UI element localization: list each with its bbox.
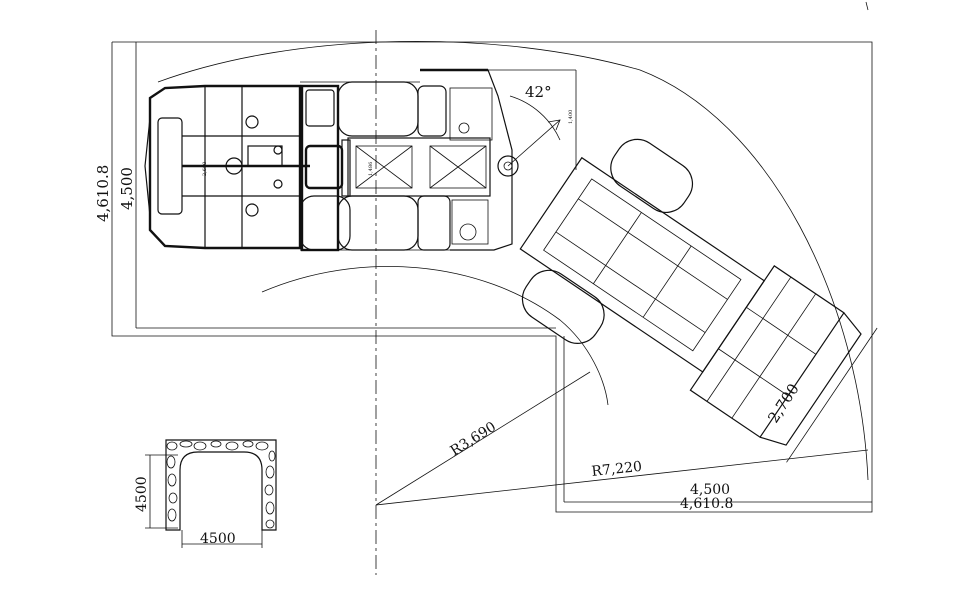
- dim-articulation-angle: 42°: [525, 83, 552, 101]
- dim-width-left: 4,500: [118, 167, 136, 210]
- arm-label: 1,400: [568, 110, 574, 124]
- front-frame: [144, 84, 351, 252]
- hinge-label: 1,486: [368, 162, 374, 176]
- dim-inner-radius: R3,690: [448, 419, 499, 459]
- axle-label: 2,600: [202, 162, 208, 176]
- dim-bucket-width: 2,700: [764, 380, 802, 426]
- dim-overall-width-left: 4,610.8: [94, 165, 112, 222]
- corner-mark: [865, 1, 869, 11]
- radius-lines: [375, 371, 869, 506]
- engine-box: [420, 68, 577, 251]
- tunnel-height-label: 4500: [134, 476, 150, 512]
- turning-arcs: [157, 40, 869, 481]
- rear-frame: [299, 81, 491, 251]
- dim-width-bottom: 4,500: [690, 482, 730, 498]
- articulation-hinge: [497, 95, 561, 177]
- dim-overall-width-bottom: 4,610.8: [680, 496, 733, 512]
- front-unit-rotated: [519, 138, 878, 463]
- dim-outer-radius: R7,220: [591, 459, 643, 480]
- envelope-lines: [111, 41, 873, 513]
- tunnel-width-label: 4500: [200, 531, 236, 547]
- tunnel-section: [145, 439, 277, 548]
